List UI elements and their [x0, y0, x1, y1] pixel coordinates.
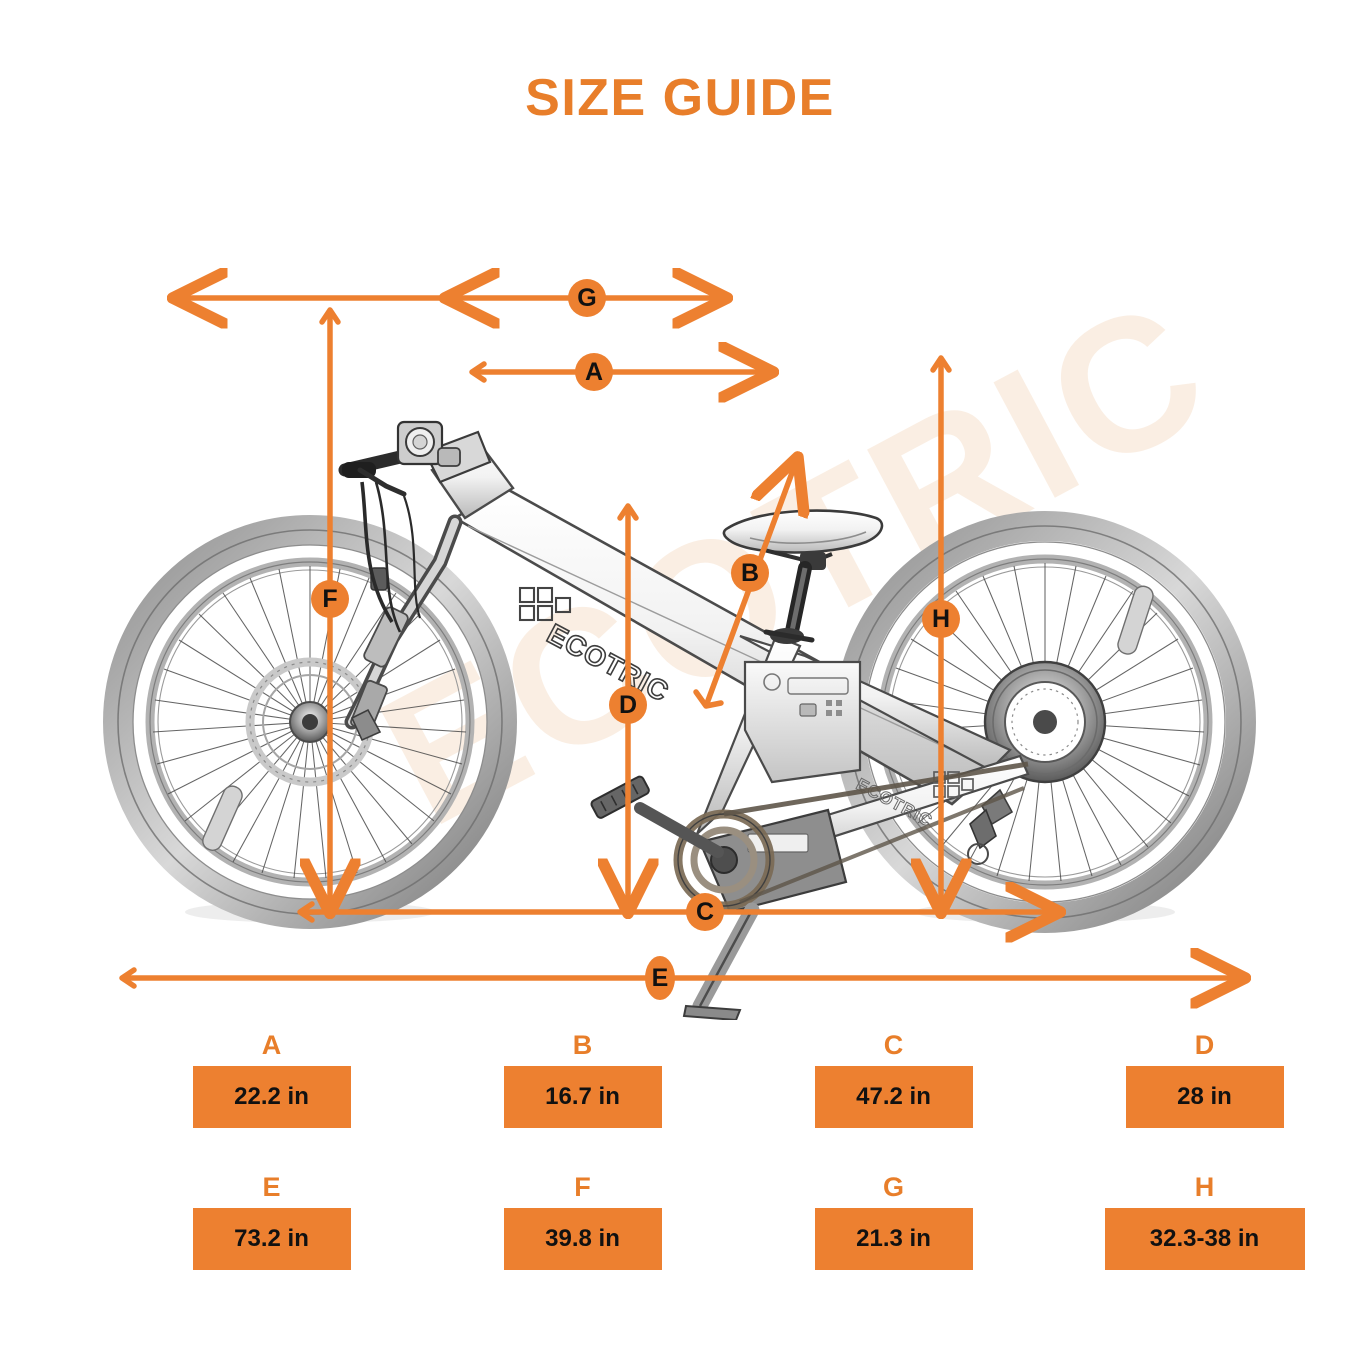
legend-cell-C: C 47.2 in — [750, 1030, 1037, 1172]
marker-badge-B: B — [731, 554, 769, 592]
legend-letter-E: E — [262, 1172, 281, 1202]
front-wheel — [103, 515, 517, 929]
marker-badge-C: C — [686, 893, 724, 931]
legend-letter-A: A — [261, 1030, 282, 1060]
legend-row-1: A 22.2 in B 16.7 in C 47.2 in D 28 in — [0, 1030, 1360, 1172]
legend-cell-F: F 39.8 in — [439, 1172, 726, 1314]
page-title: SIZE GUIDE — [525, 69, 835, 127]
legend-letter-B: B — [572, 1030, 593, 1060]
legend-value-C: 47.2 in — [814, 1066, 973, 1128]
legend-letter-C: C — [883, 1030, 904, 1060]
arrow-E-left-head — [119, 967, 137, 989]
marker-badge-G: G — [568, 279, 606, 317]
measurement-legend: A 22.2 in B 16.7 in C 47.2 in D 28 in E … — [0, 1030, 1360, 1314]
arrow-H-top-head — [930, 355, 952, 373]
legend-cell-B: B 16.7 in — [439, 1030, 726, 1172]
marker-badge-H: H — [922, 600, 960, 638]
marker-badge-A: A — [575, 353, 613, 391]
arrow-G-left-head — [447, 287, 465, 309]
measurement-arrows — [119, 287, 1240, 989]
marker-badge-D: D — [609, 686, 647, 724]
arrow-C-left-head — [297, 901, 315, 923]
diagram-svg: ECOTRIC — [103, 258, 1256, 1020]
handlebar-assembly — [338, 420, 492, 633]
legend-value-B: 16.7 in — [503, 1066, 662, 1128]
legend-row-2: E 73.2 in F 39.8 in G 21.3 in H 32.3-38 … — [0, 1172, 1360, 1314]
legend-cell-H: H 32.3-38 in — [1061, 1172, 1348, 1314]
legend-value-H: 32.3-38 in — [1104, 1208, 1305, 1270]
drivetrain — [590, 761, 1029, 911]
legend-letter-H: H — [1194, 1172, 1215, 1202]
battery-pack — [743, 660, 862, 784]
arrow-B-low-head — [693, 689, 724, 709]
legend-value-G: 21.3 in — [814, 1208, 973, 1270]
legend-cell-E: E 73.2 in — [128, 1172, 415, 1314]
legend-cell-G: G 21.3 in — [750, 1172, 1037, 1314]
legend-letter-D: D — [1194, 1030, 1215, 1060]
arrow-F-top-head — [319, 307, 341, 325]
legend-cell-A: A 22.2 in — [128, 1030, 415, 1172]
legend-value-F: 39.8 in — [503, 1208, 662, 1270]
marker-badge-F: F — [311, 580, 349, 618]
legend-letter-G: G — [882, 1172, 904, 1202]
legend-value-D: 28 in — [1125, 1066, 1284, 1128]
bike-size-diagram: ECOTRIC — [0, 170, 1360, 1020]
marker-badge-E: E — [645, 956, 675, 1000]
legend-value-A: 22.2 in — [192, 1066, 351, 1128]
arrow-A-left-head — [469, 361, 487, 383]
legend-value-E: 73.2 in — [192, 1208, 351, 1270]
legend-letter-F: F — [574, 1172, 591, 1202]
arrow-D-top-head — [617, 503, 639, 521]
legend-cell-D: D 28 in — [1061, 1030, 1348, 1172]
